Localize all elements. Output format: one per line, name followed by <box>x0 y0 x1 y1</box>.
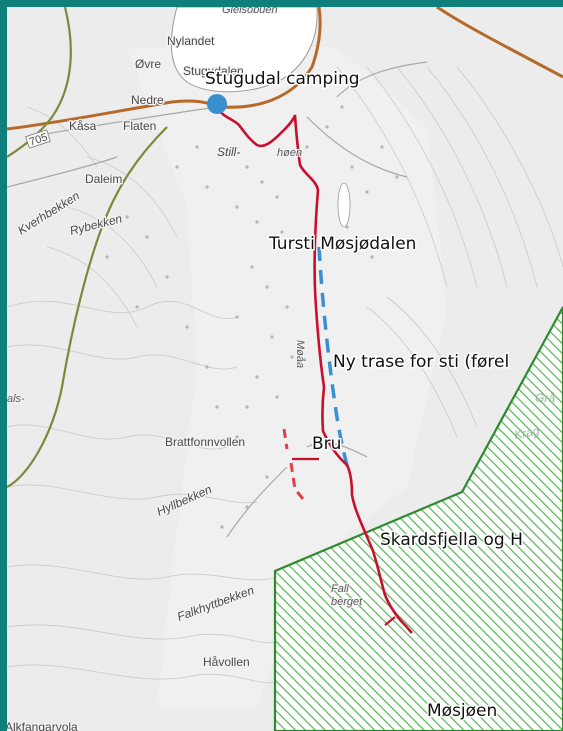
boundary-line-south <box>7 126 168 488</box>
label-stugudal-camping: Stugudal camping <box>205 69 360 89</box>
map-frame[interactable]: 705 Gielsobuen Nylandet Øvre Stugudalen … <box>7 7 563 731</box>
place-als: als- <box>7 393 25 405</box>
label-mosjoen: Møsjøen <box>427 701 497 721</box>
pond <box>337 182 351 228</box>
local-roads <box>7 61 428 538</box>
place-haen: høen <box>277 147 302 159</box>
boundary-line-west <box>7 7 72 158</box>
label-ny-trase: Ny trase for sti (førel <box>333 352 509 372</box>
place-kasa: Kåsa <box>69 119 97 133</box>
place-nedre: Nedre <box>131 93 164 107</box>
place-fall: Fall <box>331 583 349 595</box>
place-krag: Krag <box>513 424 541 442</box>
trail-mosjodalen[interactable] <box>215 106 413 634</box>
place-stugudalen: Stugudalen <box>183 64 244 78</box>
lake-stugusjoen <box>170 7 318 93</box>
protected-area[interactable] <box>273 306 563 731</box>
circle-marker-icon[interactable] <box>207 94 227 114</box>
place-daleim: Daleim <box>85 172 122 186</box>
label-bru: Bru <box>312 434 341 454</box>
label-tursti-mosjodalen: Tursti Møsjødalen <box>268 234 416 254</box>
valley-area <box>127 47 447 707</box>
red-dashed-branch <box>282 428 305 500</box>
place-still: Still- <box>217 145 240 159</box>
place-nylandet: Nylandet <box>167 34 215 48</box>
place-berget: berget <box>331 596 363 608</box>
road-number-shield <box>25 129 51 149</box>
cabin-dots <box>105 105 399 529</box>
trail-end-fork <box>384 616 396 626</box>
place-havollen: Håvollen <box>203 655 250 669</box>
place-alkfangarvola: Alkfangarvola <box>7 720 78 731</box>
main-road-east <box>436 7 563 79</box>
place-gieisobuen: Gielsobuen <box>222 7 278 16</box>
label-skardsfjella: Skardsfjella og H <box>380 530 523 550</box>
topographic-map[interactable]: 705 Gielsobuen Nylandet Øvre Stugudalen … <box>7 7 563 731</box>
new-trail-dashed[interactable] <box>317 246 351 473</box>
place-gra: Grå <box>535 391 555 405</box>
place-brattfonnvollen: Brattfonnvollen <box>165 435 245 449</box>
place-flaten: Flaten <box>123 119 156 133</box>
contour-lines <box>7 66 563 684</box>
place-moaa: Møåa <box>294 340 306 368</box>
place-ovre: Øvre <box>135 57 161 71</box>
road-number: 705 <box>28 131 49 148</box>
